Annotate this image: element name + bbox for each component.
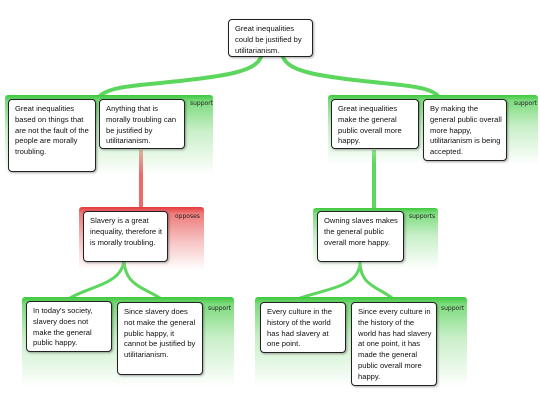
oppose-tag: opposes <box>175 213 200 220</box>
right-premise-1[interactable]: Great inequalities make the general publ… <box>331 99 419 149</box>
right-bottom-premise-2[interactable]: Since every culture in the history of th… <box>351 302 437 386</box>
left-bottom-premise-1[interactable]: In today's society, slavery does not mak… <box>26 301 112 352</box>
right-group-tag: support <box>514 100 538 107</box>
left-premise-1[interactable]: Great inequalities based on things that … <box>8 99 96 172</box>
left-premise-2[interactable]: Anything that is morally troubling can b… <box>99 99 185 149</box>
reason-node[interactable]: Owning slaves makes the general public o… <box>317 211 404 262</box>
left-group-tag: support <box>190 100 214 107</box>
root-claim[interactable]: Great inequalities could be justified by… <box>228 19 313 57</box>
supports-tag: supports <box>409 213 436 220</box>
connector-root-right <box>280 53 442 100</box>
left-bottom-tag: support <box>208 305 232 312</box>
connector-root-left <box>96 53 264 100</box>
left-bottom-premise-2[interactable]: Since slavery does not make the general … <box>117 302 203 375</box>
objection-node[interactable]: Slavery is a great inequality, therefore… <box>83 211 168 262</box>
right-premise-2[interactable]: By making the general public overall mor… <box>423 99 507 161</box>
right-bottom-tag: support <box>441 305 465 312</box>
right-bottom-premise-1[interactable]: Every culture in the history of the worl… <box>260 302 346 353</box>
